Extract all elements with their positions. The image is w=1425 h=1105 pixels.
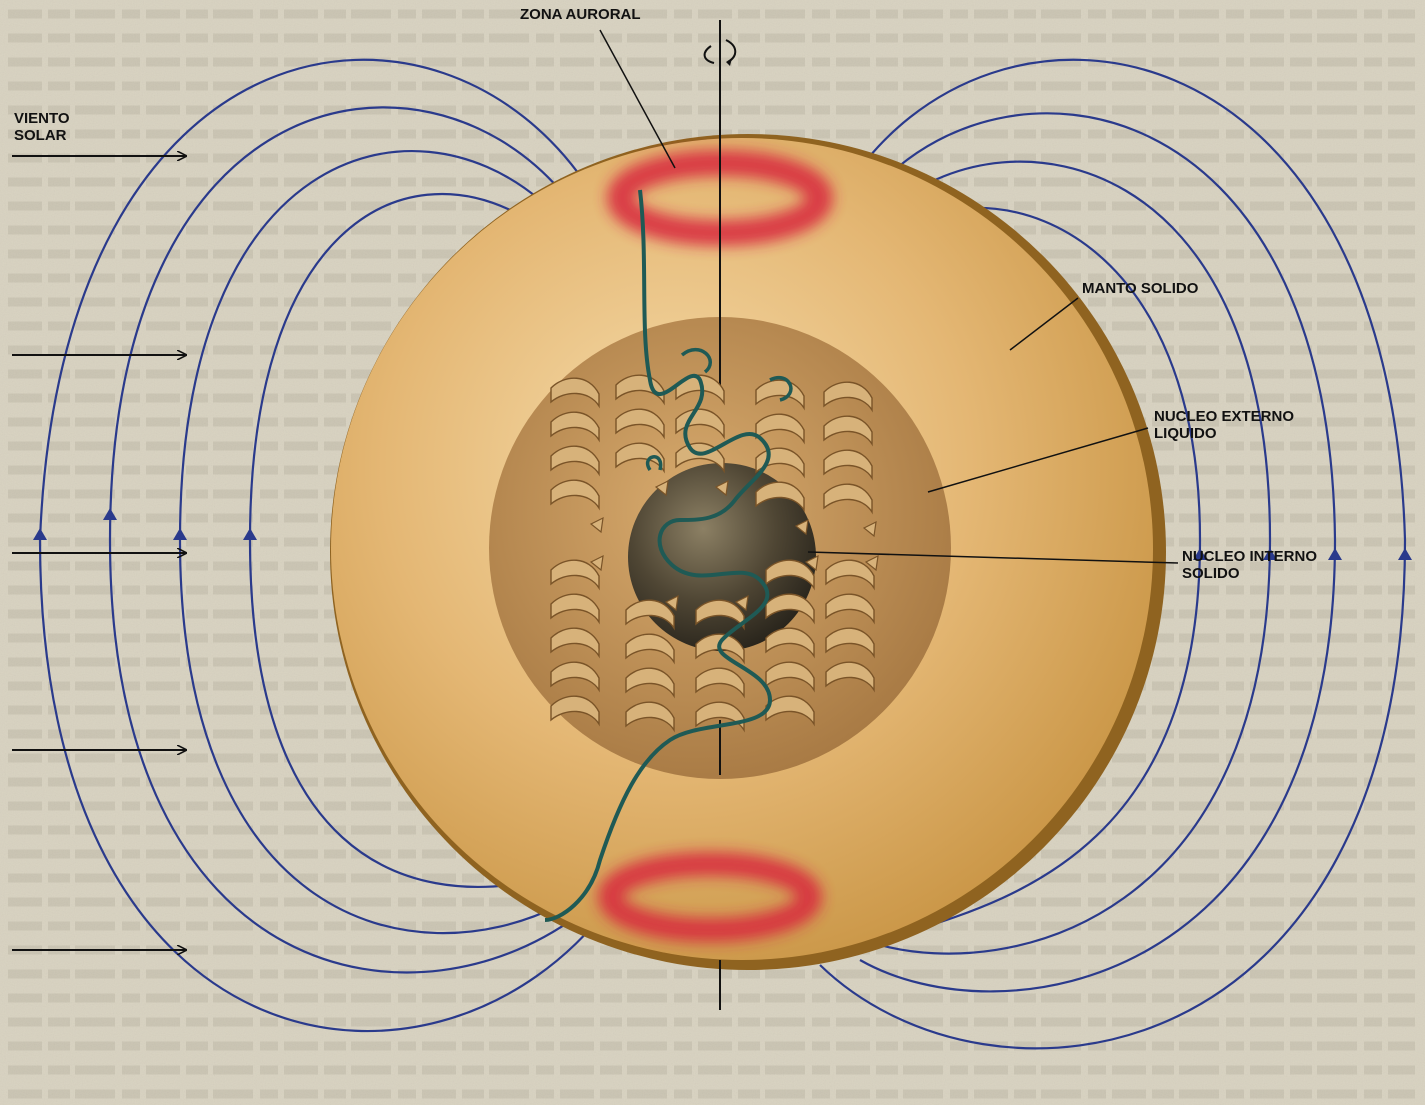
rotation-arrowhead-icon bbox=[726, 58, 732, 66]
label-leader-lines bbox=[599, 29, 1179, 564]
field-arrowhead-icon bbox=[1193, 548, 1207, 560]
leader-auroral-zone bbox=[599, 29, 676, 169]
label-solid-inner-core: NUCLEO INTERNO SOLIDO bbox=[1182, 548, 1317, 582]
helix-arrow-icon bbox=[825, 554, 879, 693]
leader-outer-core bbox=[927, 427, 1149, 493]
solar-wind-arrows bbox=[12, 156, 186, 950]
field-arrowhead-icon bbox=[1263, 548, 1277, 560]
helix-arrow-icon bbox=[625, 594, 679, 733]
label-auroral-zone: ZONA AURORAL bbox=[520, 6, 641, 23]
convection-helices bbox=[550, 374, 879, 733]
helix-arrow-icon bbox=[765, 554, 819, 727]
core-current-line bbox=[544, 189, 773, 922]
south-auroral-ring bbox=[598, 852, 822, 942]
helix-arrow-icon bbox=[823, 381, 877, 538]
helix-arrow-icon bbox=[615, 374, 669, 497]
field-arrowhead-icon bbox=[1398, 548, 1412, 560]
label-solar-wind: VIENTO SOLAR bbox=[14, 110, 70, 144]
earth-cross-section bbox=[330, 134, 1166, 970]
field-line bbox=[819, 58, 1407, 1050]
magnetic-field-lines bbox=[38, 58, 1407, 1050]
field-line bbox=[108, 106, 586, 974]
core-current-loops bbox=[646, 347, 793, 471]
leader-inner-core bbox=[807, 551, 1179, 564]
field-arrowhead-icon bbox=[1328, 548, 1342, 560]
helix-arrow-icon bbox=[550, 554, 604, 727]
field-arrowhead-icon bbox=[103, 508, 117, 520]
label-solid-mantle: MANTO SOLIDO bbox=[1082, 280, 1199, 297]
field-line bbox=[859, 112, 1337, 993]
field-line bbox=[38, 58, 611, 1033]
leader-solid-mantle bbox=[1009, 297, 1079, 351]
label-liquid-outer-core: NUCLEO EXTERNO LIQUIDO bbox=[1154, 408, 1295, 442]
field-line bbox=[899, 206, 1202, 937]
field-arrowhead-icon bbox=[243, 528, 257, 540]
field-arrowhead-icon bbox=[173, 528, 187, 540]
field-line bbox=[879, 160, 1272, 955]
field-arrowhead-icon bbox=[33, 528, 47, 540]
helix-arrow-icon bbox=[550, 377, 604, 534]
